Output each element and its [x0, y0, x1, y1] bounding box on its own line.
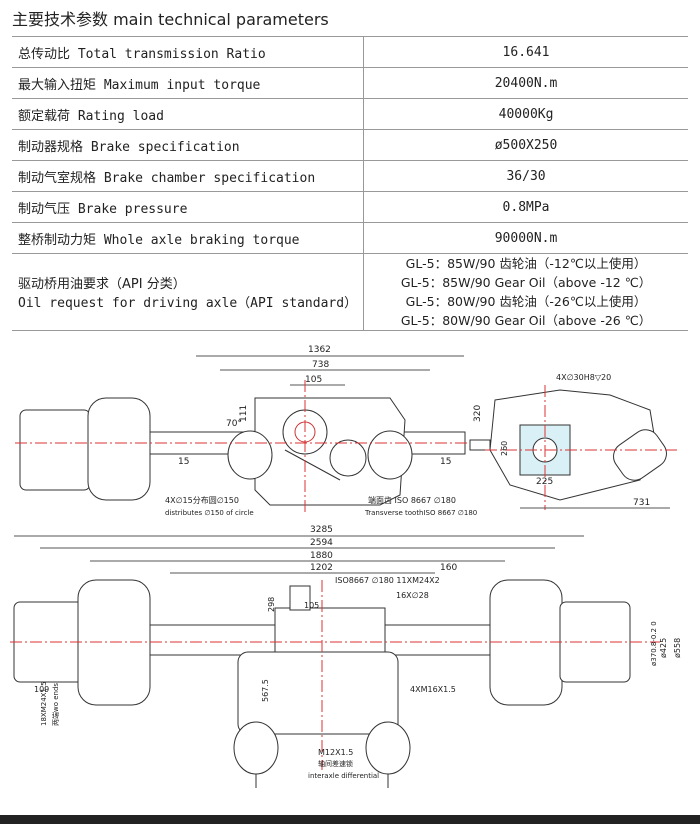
dim-1880: 1880 [310, 551, 333, 561]
note-teeth-en: Transverse toothISO 8667 ∅180 [364, 509, 477, 517]
spec-value: 36/30 [363, 160, 688, 192]
dim-260: 260 [500, 441, 509, 456]
dim-225: 225 [536, 477, 553, 487]
spec-name-cn: 制动器规格 [18, 139, 84, 155]
spec-value: 20400N.m [363, 67, 688, 99]
spec-value: 16.641 [363, 36, 688, 68]
note-teeth-cn: 端面齿 ISO 8667 ∅180 [368, 495, 456, 505]
spec-name-cn: 总传动比 [18, 46, 71, 62]
spec-name: 最大输入扭矩 Maximum input torque [12, 67, 365, 99]
note-ends-cn: 两端wo ends [51, 683, 60, 726]
oil-line: GL-5：80W/90 Gear Oil（above -26 ℃） [400, 313, 652, 328]
oil-line: GL-5：80W/90 齿轮油（-26℃以上使用） [405, 294, 647, 309]
dim-15-left: 15 [178, 457, 189, 467]
note-bolt-circle-en: distributes ∅150 of circle [165, 509, 254, 517]
note-m12: M12X1.5 [318, 748, 353, 757]
spec-value: ø500X250 [363, 129, 688, 161]
dim-567-5: 567.5 [261, 679, 270, 702]
oil-request-values: GL-5：85W/90 齿轮油（-12℃以上使用） GL-5：85W/90 Gea… [363, 253, 688, 331]
spec-name-en: Rating load [77, 108, 164, 124]
page-title: 主要技术参数 main technical parameters [12, 10, 329, 29]
spec-name-en: Brake specification [90, 139, 240, 155]
spec-name-en: Maximum input torque [103, 77, 261, 93]
dim-105-bottom: 105 [304, 601, 319, 610]
dim-558: ø558 [673, 638, 682, 658]
spec-name-en: Brake chamber specification [103, 170, 316, 186]
note-lock-en: interaxle differential [308, 772, 379, 780]
spec-value: 0.8MPa [363, 191, 688, 223]
footer-bar [0, 815, 700, 824]
note-ends: 18XM24X1.5 [40, 681, 48, 726]
oil-line: GL-5：85W/90 齿轮油（-12℃以上使用） [405, 256, 647, 271]
spec-name-en: Whole axle braking torque [103, 232, 300, 248]
note-holes: 16X∅28 [396, 591, 429, 600]
technical-drawings: 1362 738 105 111 70° 15 15 320 4X∅15分布圆∅… [10, 345, 682, 788]
note-iso-bottom: ISO8667 ∅180 11XM24X2 [335, 576, 440, 585]
bottom-view-drawing: 3285 2594 1880 1202 160 298 105 567.5 10… [10, 525, 682, 788]
dim-320: 320 [473, 405, 483, 422]
spec-name: 制动气室规格 Brake chamber specification [12, 160, 365, 192]
oil-request-en: Oil request for driving axle（API standar… [18, 296, 358, 311]
dim-70-deg: 70° [226, 419, 242, 429]
spec-value: 90000N.m [363, 222, 688, 254]
dim-738: 738 [312, 360, 329, 370]
oil-request-name: 驱动桥用油要求（API 分类） Oil request for driving a… [12, 253, 365, 331]
dim-160: 160 [440, 563, 457, 573]
note-bolt-m16: 4XM16X1.5 [410, 685, 456, 694]
spec-name-en: Brake pressure [77, 201, 188, 217]
spec-name-cn: 制动气压 [18, 201, 71, 217]
dim-15-right: 15 [440, 457, 451, 467]
spec-row-oil: 驱动桥用油要求（API 分类） Oil request for driving a… [12, 253, 688, 331]
dim-298: 298 [267, 597, 276, 612]
spec-value: 40000Kg [363, 98, 688, 130]
spec-name-cn: 额定载荷 [18, 108, 71, 124]
dim-370-8: ø370.8-0.2 0 [650, 621, 658, 666]
oil-request-cn: 驱动桥用油要求（API 分类） [18, 277, 186, 292]
side-view-drawing: 4X∅30H8▽20 260 225 731 [485, 373, 680, 510]
spec-name-cn: 制动气室规格 [18, 170, 97, 186]
spec-name: 制动器规格 Brake specification [12, 129, 365, 161]
oil-line: GL-5：85W/90 Gear Oil（above -12 ℃） [400, 275, 652, 290]
dim-4x30h8: 4X∅30H8▽20 [556, 373, 611, 382]
spec-name: 整桥制动力矩 Whole axle braking torque [12, 222, 365, 254]
spec-name: 制动气压 Brake pressure [12, 191, 365, 223]
dim-109: 109 [34, 685, 49, 694]
spec-name: 总传动比 Total transmission Ratio [12, 36, 365, 68]
dim-1362: 1362 [308, 345, 331, 355]
dim-105: 105 [305, 375, 322, 385]
dim-3285: 3285 [310, 525, 333, 535]
spec-name-cn: 整桥制动力矩 [18, 232, 97, 248]
note-lock-cn: 轴间差速锁 [318, 759, 353, 768]
dim-111: 111 [239, 405, 249, 422]
spec-name-cn: 最大输入扭矩 [18, 77, 97, 93]
dim-731: 731 [633, 498, 650, 508]
dim-2594: 2594 [310, 538, 333, 548]
note-bolt-circle-cn: 4X∅15分布圆∅150 [165, 495, 239, 505]
dim-1202: 1202 [310, 563, 333, 573]
top-view-drawing: 1362 738 105 111 70° 15 15 320 4X∅15分布圆∅… [15, 345, 491, 517]
spec-name-en: Total transmission Ratio [77, 46, 266, 62]
dim-425: ø425 [659, 638, 668, 658]
spec-name: 额定载荷 Rating load [12, 98, 365, 130]
